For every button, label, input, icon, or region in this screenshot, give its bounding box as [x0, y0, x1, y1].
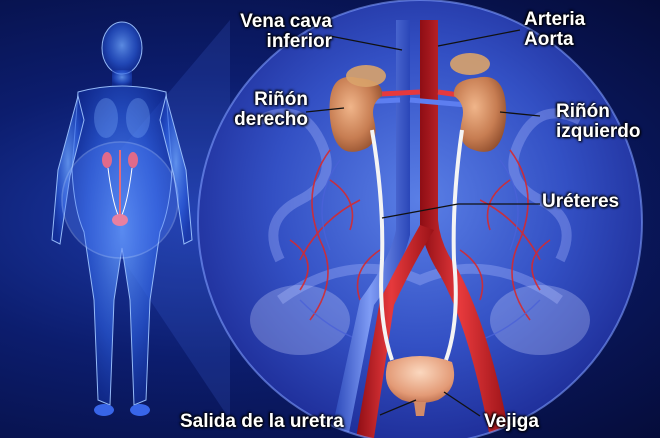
- body-zoom-circle: [62, 142, 178, 258]
- label-vena-cava: Vena cava inferior: [208, 12, 332, 52]
- label-arteria-aorta: Arteria Aorta: [524, 10, 585, 50]
- label-vejiga: Vejiga: [484, 412, 539, 432]
- label-rinon-derecho: Riñón derecho: [222, 90, 308, 130]
- bladder: [386, 356, 454, 403]
- magnified-view: [198, 0, 642, 438]
- label-salida-uretra: Salida de la uretra: [180, 412, 344, 432]
- label-ureteres: Uréteres: [542, 192, 619, 212]
- label-rinon-izquierdo: Riñón izquierdo: [556, 102, 640, 142]
